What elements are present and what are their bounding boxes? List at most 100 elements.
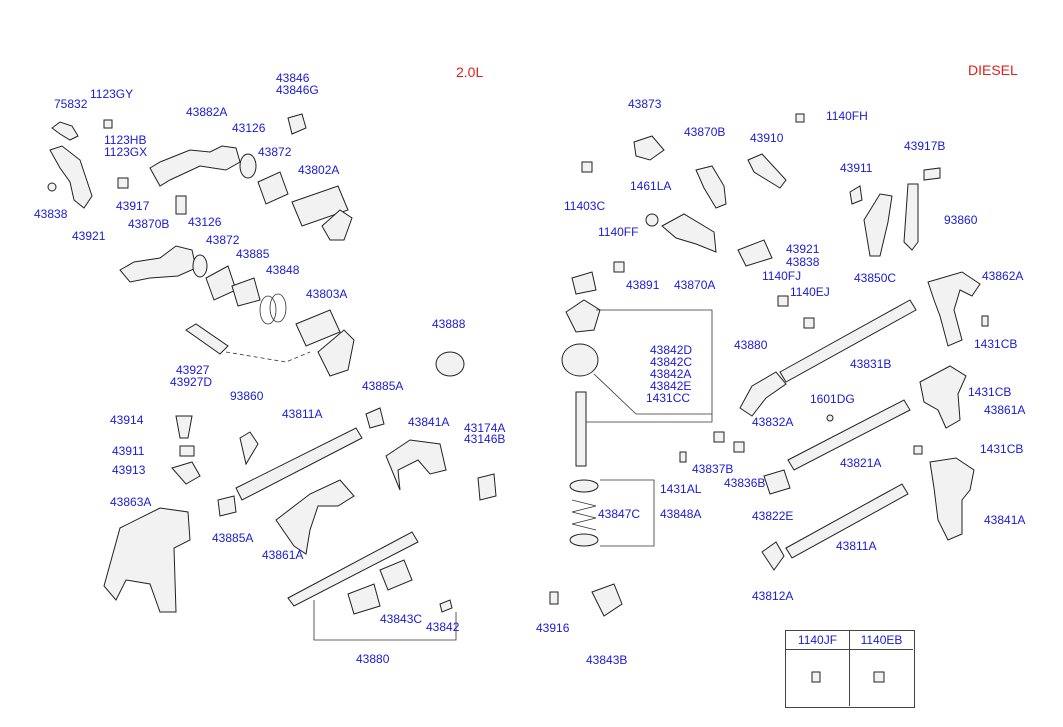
part-label: 43885A [212,531,254,545]
fork-43841Aa [385,439,447,491]
part-label: 43146B [464,432,506,446]
part-label: 43917B [904,139,946,153]
part-label: 43917 [116,199,150,213]
bolt-43917 [175,195,187,215]
ball-1601DG [826,414,834,422]
part-label: 1431AL [660,482,702,496]
part-label: 43821A [840,456,882,470]
part-label: 1431CC [646,391,691,405]
part-label: 93860 [944,213,978,227]
plate-43913 [171,461,201,485]
shaft-43802A [291,185,353,241]
lever-43910 [747,153,787,189]
part-label: 43927 [176,363,210,377]
part-label: 43861A [262,548,304,562]
part-label: 43891 [626,278,660,292]
nut-43838 [47,182,57,192]
bolt-1140FF [613,261,625,273]
bolt-11403C [581,161,593,173]
part-label: 43811A [836,539,877,553]
pin-1431CBa [981,315,989,327]
select-43880b [561,299,601,467]
lever-43832A [739,371,787,417]
part-label: 43838 [786,255,820,269]
bolt-43916 [549,591,559,605]
leader-43880b [593,373,712,415]
bush-43885Ab [217,495,237,517]
part-label: 43921 [72,229,106,243]
lever-43812A [761,541,785,571]
part-label: 43174A [464,421,506,435]
lever-43870B [119,245,197,283]
part-label: 1431CB [974,337,1018,351]
part-label: 43842 [426,620,460,634]
pin-1431CBc [913,445,923,455]
washer-1461LA [645,213,659,227]
part-label: 43842D [650,343,693,357]
shaft-43821A [787,399,911,471]
spring-43911a [179,445,195,457]
clip-43843B [591,583,623,617]
bush-43885 [231,277,261,307]
part-label: 43870A [674,278,716,292]
block-43873 [633,135,665,161]
legend-bolt-1140JF [811,671,821,683]
spring-43847C [569,479,599,547]
part-label: 43910 [750,131,784,145]
part-label: 43888 [432,317,466,331]
part-label: 43913 [112,463,146,477]
bush-43174A [477,473,497,501]
bracket-43880b [586,309,713,423]
bolt-1140FJ [777,295,789,307]
engine-title-2-0l: 2.0L [456,64,484,80]
part-label: 1461LA [630,179,672,193]
legend-header-1140jf: 1140JF [786,631,849,650]
part-label: 43863A [110,495,152,509]
part-label: 1431CB [968,385,1012,399]
bracket-43921b [737,239,773,267]
lever-43850C [863,193,893,257]
legend-bolt-1140EB [873,671,885,683]
switch-93860b [903,183,919,251]
part-label: 43811A [282,407,323,421]
spring-43848 [259,293,287,325]
part-label: 43846 [276,71,310,85]
shaft-43831B [779,299,917,383]
part-label: 43882A [186,105,228,119]
bracket-43848A [600,479,655,547]
bolt-1123GY [103,119,113,129]
ring-43126b [192,254,208,278]
part-label: 43911 [112,444,145,458]
part-label: 43872 [258,145,292,159]
part-label: 93860 [230,389,264,403]
bolt-1123GX [117,177,129,189]
part-label: 43803A [306,287,348,301]
shaft-43880a [287,531,419,607]
part-label: 43880 [356,652,390,666]
part-label: 43837B [692,462,734,476]
part-label: 43842C [650,355,693,369]
part-label: 43822E [752,509,794,523]
shaft-43803A [295,309,355,377]
knob-43888 [435,351,465,377]
part-label: 1140FH [826,109,868,123]
part-label: 43862A [982,269,1024,283]
switch-93860a [239,431,259,466]
part-label: 43848A [660,507,702,521]
part-label: 43847C [598,507,641,521]
part-label: 43872 [206,233,240,247]
bracket-43880 [313,600,457,641]
part-label: 43921 [786,242,820,256]
part-label: 1140FF [598,225,639,239]
bracket-43870Bb [695,165,727,209]
bolt-43917B [923,167,941,181]
fork-43863A [103,507,191,613]
legend-cell-1140jf: 1140JF [786,631,850,706]
pin-43842 [439,599,453,613]
shaft-43811Ab [785,483,909,559]
part-label: 43880 [734,338,768,352]
part-label: 43843C [380,612,423,626]
bolt-1140FH [795,113,805,123]
part-label: 43911 [840,161,873,175]
ring-43126a [239,153,257,179]
